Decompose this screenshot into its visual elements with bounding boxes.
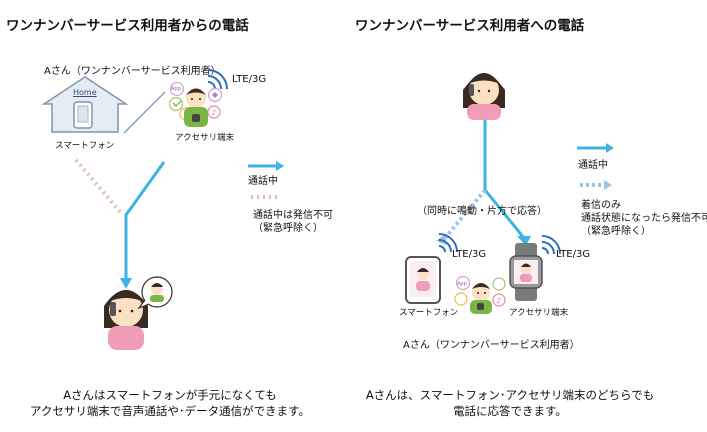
right-app-bubbles: ♪	[454, 275, 506, 307]
incoming-call-line	[483, 120, 526, 239]
left-legend-blocked-2: （緊急呼除く）	[253, 223, 323, 234]
speech-bubble	[137, 276, 173, 310]
left-app-badge: App	[171, 86, 181, 92]
left-legend	[248, 161, 284, 199]
ringing-arrowhead	[436, 233, 446, 245]
separator-line	[123, 91, 166, 134]
smartwatch-icon	[509, 243, 543, 301]
right-legend	[577, 143, 614, 190]
watch-signal-icon	[541, 235, 561, 255]
left-user-label: Aさん（ワンナンバーサービス利用者）	[44, 66, 221, 77]
blocked-line	[74, 158, 122, 214]
left-accessory-label: アクセサリ端末	[175, 133, 235, 143]
ringing-line	[443, 188, 487, 240]
left-caption-line1: Aさんはスマートフォンが手元になくても	[63, 388, 277, 402]
home-icon	[41, 76, 129, 133]
svg-text:♪: ♪	[497, 297, 501, 305]
girl-illustration	[104, 290, 148, 350]
right-network-label-2: LTE/3G	[556, 249, 591, 260]
right-boy-illustration	[470, 283, 492, 314]
left-caption: Aさんはスマートフォンが手元になくても アクセサリ端末で音声通話や･データ通信が…	[20, 387, 320, 419]
active-call-line	[124, 161, 166, 280]
incoming-call-arrowhead	[517, 236, 531, 246]
svg-text:♪: ♪	[212, 109, 216, 117]
left-network-label: LTE/3G	[232, 74, 267, 85]
right-legend-ring-2: 通話状態になったら発信不可	[581, 213, 707, 224]
right-legend-active: 通話中	[578, 160, 608, 171]
caller-girl-illustration	[463, 73, 505, 120]
right-title: ワンナンバーサービス利用者への電話	[355, 18, 585, 34]
left-caption-line2: アクセサリ端末で音声通話や･データ通信ができます。	[29, 404, 311, 418]
boy-illustration	[184, 88, 208, 127]
smartphone-signal-icon	[438, 233, 458, 253]
smartphone-icon	[405, 256, 441, 304]
right-legend-ring-3: （緊急呼除く）	[581, 226, 651, 237]
right-caption-line2: 電話に応答できます。	[453, 404, 567, 418]
left-smartphone-label: スマートフォン	[55, 141, 115, 151]
left-title: ワンナンバーサービス利用者からの電話	[6, 18, 249, 34]
left-legend-active: 通話中	[248, 176, 278, 187]
active-call-arrowhead	[120, 278, 132, 289]
right-accessory-label: アクセサリ端末	[509, 308, 569, 318]
home-label: Home	[73, 88, 97, 97]
right-user-label: Aさん（ワンナンバーサービス利用者）	[403, 340, 580, 351]
right-smartphone-label: スマートフォン	[399, 308, 459, 318]
simultaneous-label: （同時に鳴動・片方で応答）	[417, 206, 547, 217]
left-legend-blocked-1: 通話中は発信不可	[253, 210, 333, 221]
right-network-label-1: LTE/3G	[452, 249, 487, 260]
right-app-badge: App	[457, 281, 467, 287]
right-caption: Aさんは、スマートフォン･アクセサリ端末のどちらでも 電話に応答できます。	[345, 387, 675, 419]
signal-icon	[207, 69, 228, 90]
right-legend-ring-1: 着信のみ	[581, 200, 621, 211]
right-caption-line1: Aさんは、スマートフォン･アクセサリ端末のどちらでも	[365, 388, 655, 402]
